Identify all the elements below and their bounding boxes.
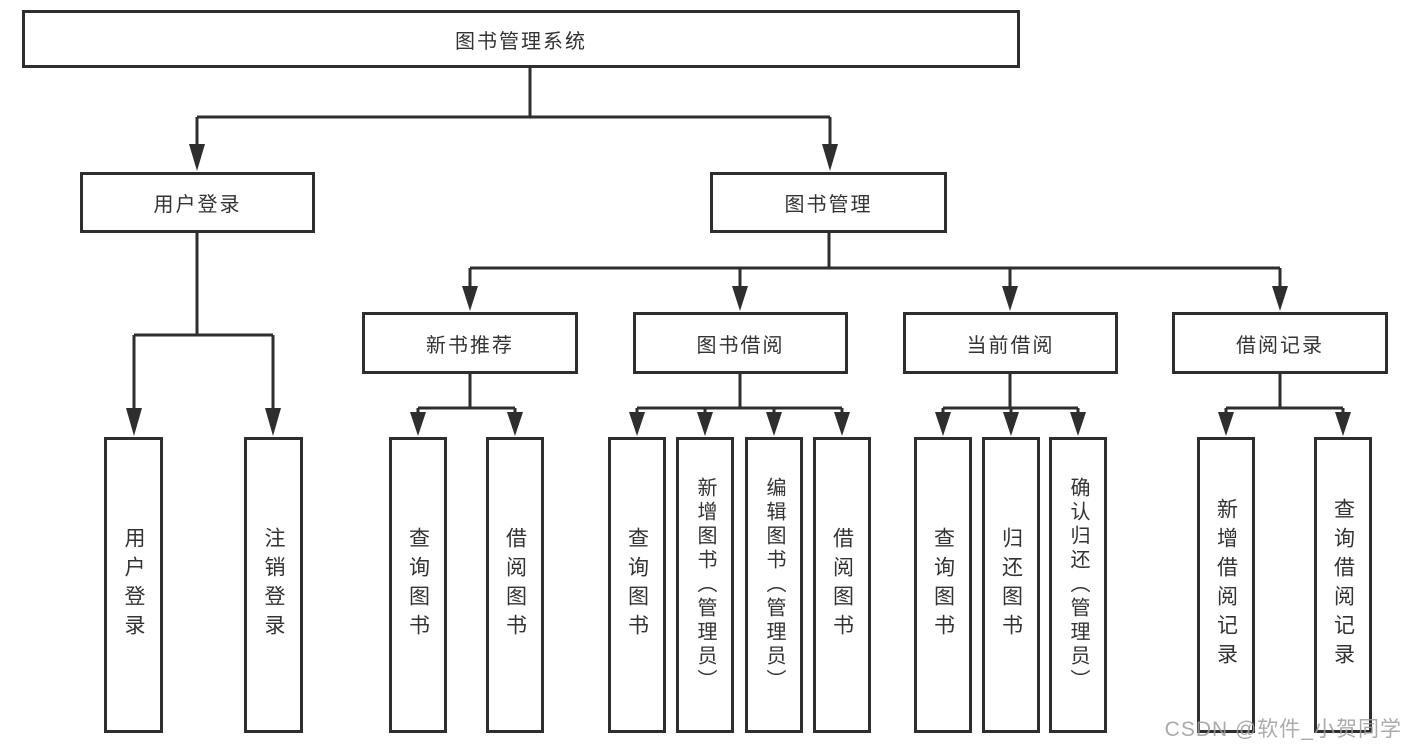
arrowhead (1218, 412, 1234, 436)
csdn-watermark: CSDN @软件_小贺同学 (1164, 718, 1402, 741)
node-leaf-logout: 注销登录 (244, 437, 303, 733)
node-leaf-borrow-query-books: 查询图书 (608, 437, 666, 733)
arrowhead (126, 408, 142, 436)
node-book-management: 图书管理 (710, 172, 947, 233)
node-leaf-borrow-borrow-books: 借阅图书 (813, 437, 871, 733)
connector-borrowrecord-to-leaves (1224, 374, 1345, 415)
arrowhead (410, 412, 426, 436)
node-root: 图书管理系统 (22, 10, 1020, 68)
node-leaf-current-confirm-return-admin: 确认归还（管理员） (1049, 437, 1107, 733)
arrowhead (1272, 286, 1288, 311)
node-borrowing-records: 借阅记录 (1172, 312, 1388, 374)
node-book-borrowing: 图书借阅 (633, 312, 848, 374)
arrowhead (265, 408, 281, 436)
arrowhead (1002, 286, 1018, 311)
arrowhead (1335, 412, 1351, 436)
arrowhead (629, 412, 645, 436)
node-user-login: 用户登录 (80, 172, 315, 233)
connector-bookborrow-to-leaves (635, 374, 844, 415)
arrowhead (507, 412, 523, 436)
connector-root-to-level2 (195, 68, 832, 147)
arrowhead (1003, 412, 1019, 436)
node-leaf-current-return-books: 归还图书 (982, 437, 1040, 733)
node-leaf-newrec-borrow-books: 借阅图书 (486, 437, 544, 733)
arrowhead (935, 412, 951, 436)
node-leaf-record-add-borrow-record: 新增借阅记录 (1197, 437, 1255, 733)
arrowhead (189, 144, 205, 171)
arrowheads (126, 144, 1351, 436)
node-leaf-current-query-books: 查询图书 (914, 437, 972, 733)
connector-newbookrec-to-leaves (416, 374, 517, 415)
node-leaf-user-login: 用户登录 (104, 437, 163, 733)
arrowhead (697, 412, 713, 436)
node-leaf-record-query-borrow-record: 查询借阅记录 (1314, 437, 1372, 733)
arrowhead (732, 286, 748, 311)
node-new-book-recommendation: 新书推荐 (362, 312, 578, 374)
arrowhead (834, 412, 850, 436)
node-leaf-newrec-query-books: 查询图书 (389, 437, 447, 733)
arrowhead (1070, 412, 1086, 436)
node-current-borrowing: 当前借阅 (903, 312, 1118, 374)
arrowhead (766, 412, 782, 436)
node-leaf-borrow-edit-books-admin: 编辑图书（管理员） (745, 437, 803, 733)
node-leaf-borrow-add-books-admin: 新增图书（管理员） (676, 437, 734, 733)
connector-bookmgmt-to-level3 (468, 233, 1282, 289)
arrowhead (822, 144, 838, 171)
connector-userlogin-to-leaves (132, 233, 275, 412)
arrowhead (462, 286, 478, 311)
connector-currentborrow-to-leaves (941, 374, 1080, 415)
